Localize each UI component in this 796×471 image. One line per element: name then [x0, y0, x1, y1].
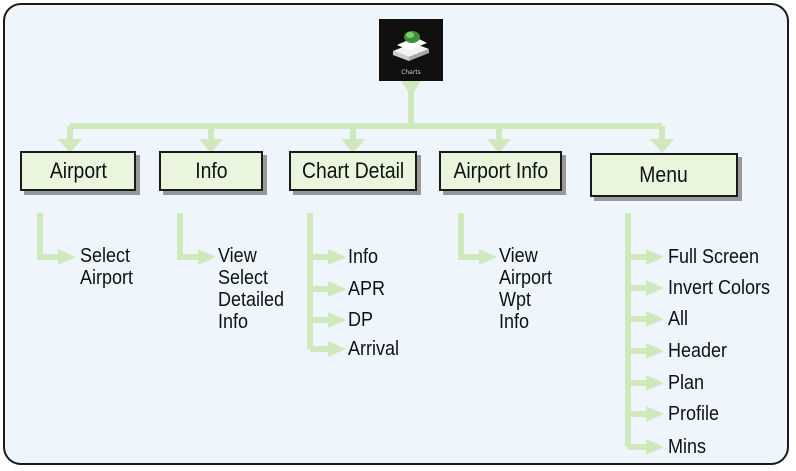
arrowhead-chart-detail-4 [328, 341, 346, 357]
airport-info-detail-text: View Airport Wpt Info [499, 245, 558, 333]
arrowhead-info [199, 139, 223, 153]
menu-item-invert-colors[interactable]: Invert Colors [668, 277, 771, 299]
list-item: Airport [80, 267, 134, 289]
list-item: Airport [499, 267, 553, 289]
charts-icon-caption: Charts [401, 69, 421, 76]
arrowhead-menu-2 [646, 280, 664, 296]
arrowhead-menu [650, 139, 674, 153]
node-airport-info[interactable]: Airport Info [439, 151, 562, 191]
airport-detail-text: Select Airport [80, 245, 139, 289]
list-item: Wpt [499, 289, 532, 311]
list-item: Select [218, 267, 269, 289]
branch-airport-info [458, 213, 481, 260]
list-item: Info [499, 311, 530, 333]
branch-airport [37, 213, 60, 260]
chart-detail-item-3[interactable]: DP [348, 309, 374, 331]
chart-detail-item-4[interactable]: Arrival [348, 338, 400, 360]
arrowhead-menu-4 [646, 343, 664, 359]
node-airport[interactable]: Airport [20, 151, 136, 191]
list-item: Info [218, 311, 249, 333]
node-chart-detail[interactable]: Chart Detail [289, 151, 417, 191]
list-item: Select [80, 245, 131, 267]
branch-info [177, 213, 200, 260]
node-info[interactable]: Info [159, 151, 263, 191]
arrowhead-chart-detail-3 [328, 312, 346, 328]
node-airport-info-label: Airport Info [453, 158, 548, 183]
arrowhead-menu-5 [646, 375, 664, 391]
menu-item-mins[interactable]: Mins [668, 436, 707, 458]
node-menu-label: Menu [639, 162, 689, 187]
chart-detail-item-2[interactable]: APR [348, 278, 386, 300]
menu-item-all[interactable]: All [668, 308, 689, 330]
node-info-label: Info [194, 158, 228, 183]
arrowhead-root [401, 80, 421, 97]
arrowhead-menu-3 [646, 311, 664, 327]
node-menu[interactable]: Menu [590, 153, 738, 197]
node-airport-label: Airport [49, 158, 107, 183]
arrowhead-airport-info-item [479, 249, 497, 265]
info-detail-text: View Select Detailed Info [218, 245, 291, 333]
menu-item-profile[interactable]: Profile [668, 403, 720, 425]
charts-icon-graphic [393, 31, 429, 61]
arrowhead-chart-detail-1 [328, 249, 346, 265]
arrowhead-airport-item [58, 249, 76, 265]
arrowhead-airport-info [487, 139, 511, 153]
arrowhead-menu-1 [646, 249, 664, 265]
list-item: View [218, 245, 257, 267]
list-item: View [499, 245, 538, 267]
menu-item-plan[interactable]: Plan [668, 372, 705, 394]
menu-item-full-screen[interactable]: Full Screen [668, 246, 760, 268]
arrowhead-menu-7 [646, 439, 664, 455]
charts-icon[interactable]: Charts [379, 19, 443, 81]
arrowhead-chart-detail [341, 139, 365, 153]
arrowhead-menu-6 [646, 406, 664, 422]
node-chart-detail-label: Chart Detail [301, 158, 405, 183]
menu-item-header[interactable]: Header [668, 340, 728, 362]
arrowhead-info-item [198, 249, 216, 265]
chart-detail-item-1[interactable]: Info [348, 246, 379, 268]
arrowhead-chart-detail-2 [328, 281, 346, 297]
list-item: Detailed [218, 289, 285, 311]
arrowhead-airport [58, 139, 82, 153]
